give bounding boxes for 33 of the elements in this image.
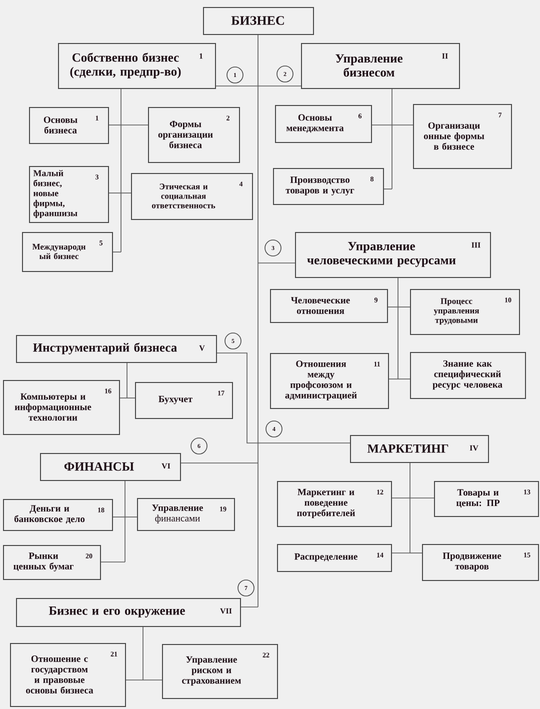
item-number: II — [442, 53, 448, 59]
connector-line — [240, 606, 258, 608]
topic-box: Знание как специфический ресурс человека — [410, 352, 526, 399]
connector-line — [120, 124, 148, 126]
item-number: VI — [162, 463, 170, 469]
item-number: VII — [220, 608, 232, 614]
connector-line — [108, 124, 122, 126]
connector-line — [392, 552, 410, 554]
connector-line — [180, 462, 258, 464]
connector-line — [124, 480, 126, 562]
connector-line — [124, 516, 138, 518]
connector-line — [120, 192, 132, 194]
connector-line — [120, 88, 122, 252]
connector-line — [126, 362, 128, 398]
connector-line — [410, 552, 422, 554]
connector-line — [388, 306, 398, 308]
connector-line — [392, 124, 414, 126]
title-box: БИЗНЕС — [203, 7, 314, 35]
connector-line — [372, 124, 392, 126]
item-number: 1 — [200, 53, 203, 59]
connector-line — [258, 262, 296, 264]
connector-line — [142, 626, 144, 680]
connector-line — [112, 516, 126, 518]
connector-line — [398, 378, 410, 380]
connector-line — [388, 378, 398, 380]
item-number: III — [472, 242, 480, 248]
item-number: V — [199, 345, 205, 351]
connector-line — [216, 352, 258, 444]
connector-line — [108, 192, 122, 194]
connector-line — [384, 188, 392, 190]
connector-line — [398, 306, 410, 308]
item-number: IV — [470, 445, 478, 451]
connector-line — [258, 442, 350, 444]
